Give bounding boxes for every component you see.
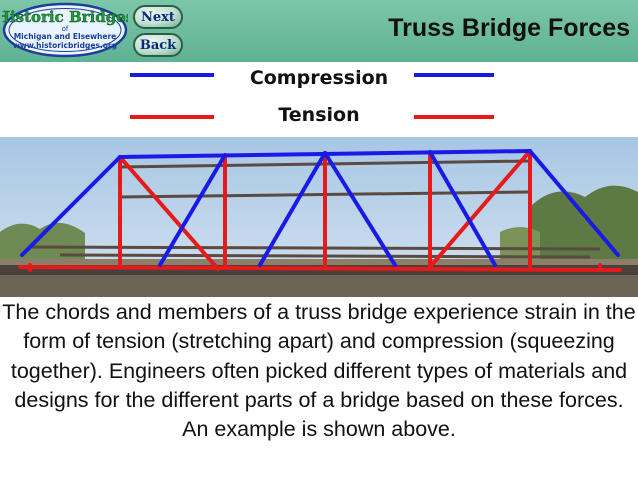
bridge-diagram: [0, 137, 638, 297]
compression-members: [20, 149, 620, 267]
logo-of: of: [62, 25, 69, 33]
historic-bridges-logo[interactable]: Historic Bridges of Michigan and Elsewhe…: [2, 2, 128, 58]
logo-graphic: Historic Bridges of Michigan and Elsewhe…: [2, 2, 128, 58]
compression-legend-label: Compression: [249, 67, 389, 89]
back-button[interactable]: Back: [133, 33, 183, 57]
tree-right: [530, 185, 638, 267]
logo-title: Historic Bridges: [2, 8, 128, 26]
compression-legend-line-right: [414, 73, 494, 77]
logo-subtitle: Michigan and Elsewhere: [14, 32, 117, 41]
logo-url: www.historicbridges.org: [13, 41, 117, 50]
tension-legend-line-right: [414, 115, 494, 119]
tension-members: [18, 149, 622, 272]
compression-legend-line-left: [130, 73, 214, 77]
caption-text: The chords and members of a truss bridge…: [2, 300, 636, 442]
tension-legend-label: Tension: [278, 104, 360, 126]
tension-legend-line-left: [130, 115, 214, 119]
page-title: Truss Bridge Forces: [388, 14, 630, 42]
ground-dark: [0, 275, 638, 297]
truss-bridge-photo: [0, 137, 638, 297]
next-button[interactable]: Next: [133, 5, 183, 29]
header-bar: Historic Bridges of Michigan and Elsewhe…: [0, 0, 638, 62]
